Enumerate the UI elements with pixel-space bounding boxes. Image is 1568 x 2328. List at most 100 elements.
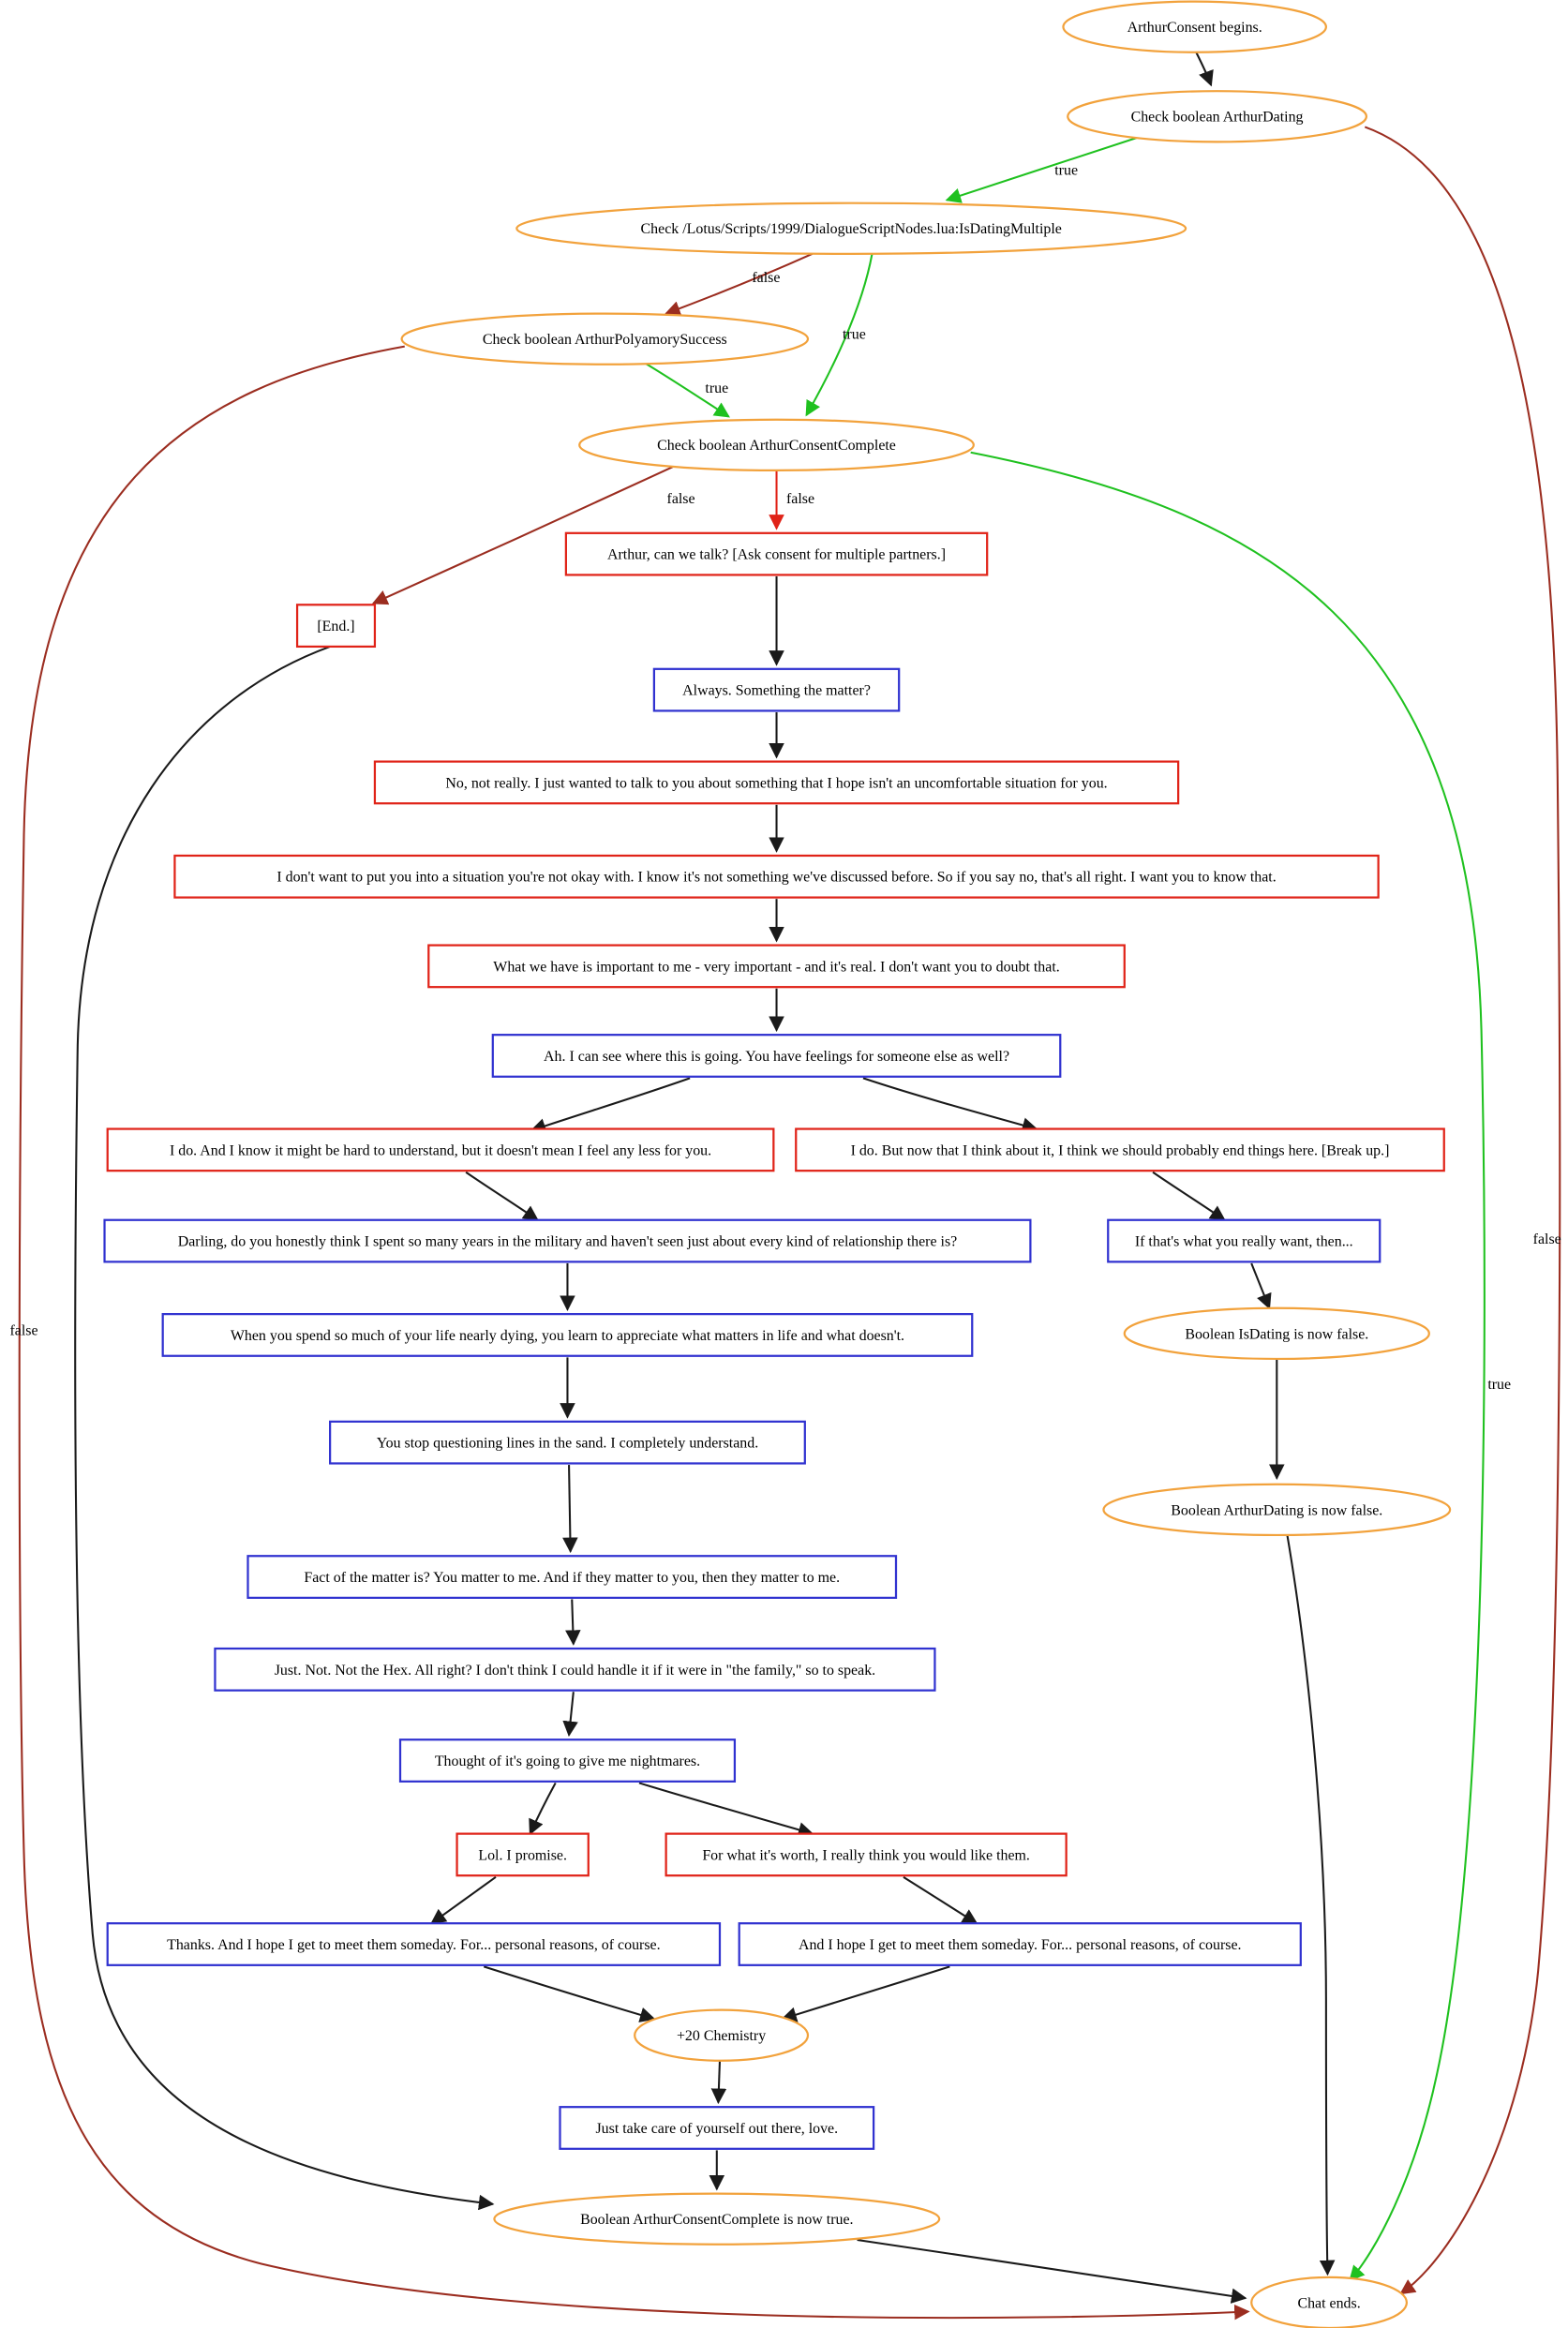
node-checkDating: Check boolean ArthurDating: [1067, 90, 1368, 143]
edge-checkMulti-checkCC: [805, 253, 874, 417]
node-whatWeHave-shape: [427, 944, 1126, 989]
node-ahICanSee-label: Ah. I can see where this is going. You h…: [544, 1049, 1009, 1065]
node-justNot: Just. Not. Not the Hex. All right? I don…: [214, 1647, 936, 1692]
node-forWhat-label: For what it's worth, I really think you …: [702, 1847, 1030, 1863]
edge-datingF-chatEnds: [1286, 1534, 1336, 2276]
edge-label-checkDating-chatEnds: false: [1533, 1231, 1561, 1247]
node-ifThats-shape: [1107, 1218, 1381, 1263]
node-chem: +20 Chemistry: [634, 2008, 810, 2062]
node-noNot-label: No, not really. I just wanted to talk to…: [445, 775, 1107, 791]
edge-thought-forWhat: [638, 1782, 814, 1838]
node-begin: ArthurConsent begins.: [1062, 0, 1327, 53]
node-justNot-label: Just. Not. Not the Hex. All right? I don…: [275, 1663, 875, 1679]
node-darling-shape: [103, 1218, 1032, 1263]
node-checkCC-label: Check boolean ArthurConsentComplete: [657, 438, 896, 454]
node-begin-label: ArthurConsent begins.: [1127, 20, 1262, 36]
node-iDoAnd-shape: [106, 1127, 775, 1172]
node-thanks-shape: [106, 1922, 722, 1966]
node-whatWeHave: What we have is important to me - very i…: [427, 944, 1126, 989]
edge-label-checkPoly-chatEnds: false: [9, 1322, 37, 1338]
node-ccTrue-label: Boolean ArthurConsentComplete is now tru…: [580, 2212, 853, 2228]
node-thought-label: Thought of it's going to give me nightma…: [435, 1753, 700, 1769]
node-dontWant-label: I don't want to put you into a situation…: [276, 870, 1276, 886]
node-andIHope-shape: [738, 1922, 1302, 1966]
node-takeCare-label: Just take care of yourself out there, lo…: [595, 2121, 838, 2137]
node-begin-shape: [1062, 0, 1327, 53]
edge-label-checkPoly-checkCC: true: [705, 381, 728, 396]
edge-label-checkMulti-checkPoly: false: [752, 270, 780, 286]
node-askTalk-shape: [564, 531, 989, 576]
node-whenSpend: When you spend so much of your life near…: [161, 1313, 974, 1357]
node-takeCare-shape: [559, 2106, 875, 2150]
node-checkPoly: Check boolean ArthurPolyamorySuccess: [400, 312, 810, 366]
node-chatEnds-shape: [1250, 2276, 1409, 2328]
edge-forWhat-andIHope: [903, 1875, 978, 1925]
node-always: Always. Something the matter?: [652, 667, 901, 712]
node-isDatingF-shape: [1123, 1306, 1430, 1361]
node-end: [End.]: [295, 604, 377, 649]
node-lol-label: Lol. I promise.: [478, 1847, 567, 1863]
node-ccTrue: Boolean ArthurConsentComplete is now tru…: [493, 2192, 941, 2246]
edge-label-checkMulti-checkCC: true: [843, 327, 866, 343]
node-checkMulti-label: Check /Lotus/Scripts/1999/DialogueScript…: [641, 221, 1062, 237]
node-askTalk: Arthur, can we talk? [Ask consent for mu…: [564, 531, 989, 576]
node-forWhat: For what it's worth, I really think you …: [665, 1832, 1068, 1877]
node-askTalk-label: Arthur, can we talk? [Ask consent for mu…: [607, 547, 946, 563]
node-isDatingF-label: Boolean IsDating is now false.: [1185, 1326, 1368, 1342]
node-ccTrue-shape: [493, 2192, 941, 2246]
edge-justNot-thought: [562, 1692, 578, 1738]
node-youStop-label: You stop questioning lines in the sand. …: [377, 1436, 758, 1452]
node-datingF-label: Boolean ArthurDating is now false.: [1171, 1502, 1382, 1518]
node-thought: Thought of it's going to give me nightma…: [398, 1739, 737, 1783]
node-checkCC-shape: [578, 418, 975, 472]
node-takeCare: Just take care of yourself out there, lo…: [559, 2106, 875, 2150]
node-justNot-shape: [214, 1647, 936, 1692]
node-youStop-shape: [329, 1420, 806, 1465]
node-always-shape: [652, 667, 901, 712]
node-always-label: Always. Something the matter?: [682, 683, 871, 699]
node-chem-label: +20 Chemistry: [677, 2028, 766, 2044]
node-checkPoly-shape: [400, 312, 810, 366]
node-checkCC: Check boolean ArthurConsentComplete: [578, 418, 975, 472]
node-darling: Darling, do you honestly think I spent s…: [103, 1218, 1032, 1263]
edge-factMatter-justNot: [565, 1599, 581, 1646]
node-lol-shape: [455, 1832, 590, 1877]
edge-begin-checkDating: [1195, 52, 1214, 87]
node-checkDating-label: Check boolean ArthurDating: [1131, 110, 1304, 126]
edge-checkDating-chatEnds: [1364, 126, 1561, 2295]
edge-label-checkDating-checkMulti: true: [1054, 162, 1078, 178]
node-factMatter-label: Fact of the matter is? You matter to me.…: [304, 1570, 840, 1586]
node-checkPoly-label: Check boolean ArthurPolyamorySuccess: [483, 332, 727, 348]
edge-thought-lol: [529, 1782, 557, 1836]
node-checkMulti-shape: [515, 201, 1187, 255]
edge-checkDating-checkMulti: [945, 136, 1139, 203]
edge-iDoBut-ifThats: [1152, 1171, 1226, 1221]
node-forWhat-shape: [665, 1832, 1068, 1877]
edge-end-ccTrue: [74, 645, 495, 2211]
node-checkMulti: Check /Lotus/Scripts/1999/DialogueScript…: [515, 201, 1187, 255]
edge-youStop-factMatter: [562, 1465, 578, 1554]
node-ifThats: If that's what you really want, then...: [1107, 1218, 1381, 1263]
edge-ahICanSee-iDoAnd: [530, 1077, 691, 1134]
node-factMatter-shape: [246, 1555, 898, 1599]
edge-checkPoly-checkCC: [641, 360, 730, 418]
edge-ccTrue-chatEnds: [857, 2238, 1247, 2304]
node-whenSpend-shape: [161, 1313, 974, 1357]
node-end-label: [End.]: [317, 619, 354, 634]
node-datingF: Boolean ArthurDating is now false.: [1102, 1483, 1452, 1537]
node-noNot-shape: [373, 760, 1180, 805]
edge-lol-thanks: [430, 1875, 497, 1925]
node-checkDating-shape: [1067, 90, 1368, 143]
edge-ifThats-isDatingF: [1250, 1262, 1272, 1310]
node-factMatter: Fact of the matter is? You matter to me.…: [246, 1555, 898, 1599]
node-chatEnds-label: Chat ends.: [1297, 2295, 1360, 2311]
node-end-shape: [295, 604, 377, 649]
node-iDoBut-label: I do. But now that I think about it, I t…: [851, 1142, 1390, 1158]
node-dontWant: I don't want to put you into a situation…: [173, 854, 1380, 899]
node-chem-shape: [634, 2008, 810, 2062]
node-iDoBut: I do. But now that I think about it, I t…: [795, 1127, 1445, 1172]
edge-checkMulti-checkPoly: [665, 252, 814, 317]
edge-chem-takeCare: [710, 2060, 727, 2105]
node-lol: Lol. I promise.: [455, 1832, 590, 1877]
node-andIHope: And I hope I get to meet them someday. F…: [738, 1922, 1302, 1966]
